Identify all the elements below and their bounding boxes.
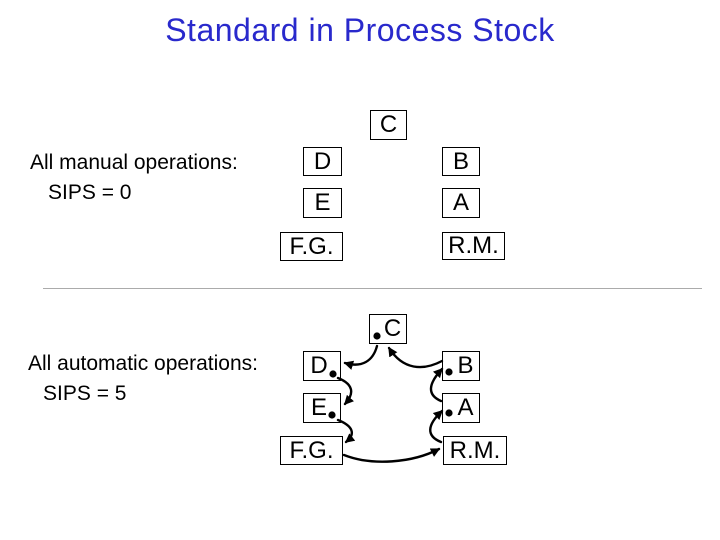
manual-node-e: E: [303, 188, 342, 218]
auto-node-a: A: [442, 393, 480, 423]
manual-ops-label: All manual operations:: [30, 151, 238, 174]
arrow-c-to-d: [343, 344, 379, 370]
auto-node-b: B: [442, 351, 480, 381]
auto-ops-label: All automatic operations:: [28, 352, 258, 375]
manual-node-b: B: [442, 147, 480, 176]
page-title: Standard in Process Stock: [165, 12, 555, 48]
auto-node-e: E: [303, 393, 341, 423]
section-divider: [43, 288, 702, 289]
manual-node-fg: F.G.: [280, 232, 343, 261]
arrow-rm-to-a: [429, 409, 444, 444]
arrow-a-to-b: [429, 367, 444, 403]
auto-node-d: D: [303, 351, 341, 381]
arrow-fg-to-rm: [342, 447, 441, 463]
manual-node-a: A: [442, 188, 480, 218]
auto-node-fg: F.G.: [280, 436, 343, 465]
manual-sips-label: SIPS = 0: [48, 181, 132, 204]
auto-sips-label: SIPS = 5: [43, 382, 127, 405]
auto-node-rm: R.M.: [443, 436, 507, 465]
manual-node-c: C: [370, 110, 407, 140]
manual-node-rm: R.M.: [442, 232, 505, 260]
manual-node-d: D: [303, 147, 342, 176]
arrow-b-to-c: [387, 346, 444, 369]
auto-node-c: C: [369, 314, 407, 344]
